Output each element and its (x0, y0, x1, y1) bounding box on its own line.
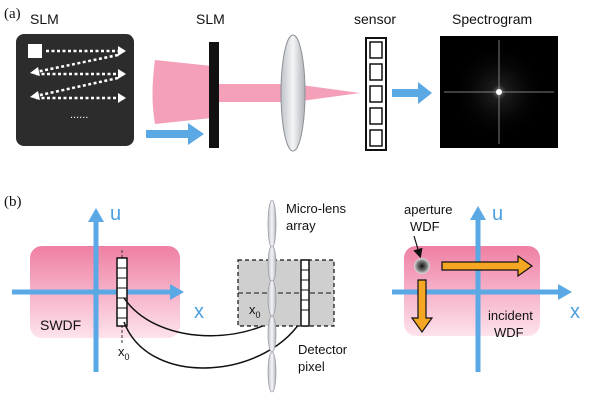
swdf-column-strip (116, 257, 128, 327)
swdf-label: SWDF (40, 317, 81, 333)
scan-path-arrowheads (30, 46, 126, 103)
panel-a-label: (a) (4, 6, 21, 22)
output-arrow (392, 82, 432, 104)
lens (280, 34, 306, 152)
aperture-pointer (413, 235, 423, 259)
panel-b-label: (b) (4, 194, 22, 210)
aperture-label-line1: aperture (404, 202, 452, 217)
spectrogram-center-peak (496, 89, 502, 95)
microlens-array-column (267, 199, 277, 393)
spectrogram-title: Spectrogram (452, 11, 532, 27)
x-axis-right-head (558, 284, 572, 300)
mapping-arc-outer (123, 313, 306, 369)
incident-label-line1: incident (488, 308, 533, 323)
input-arrow (146, 123, 204, 145)
scan-path-arrows (35, 49, 119, 100)
reflected-beam (212, 84, 294, 102)
slm-screen-title: SLM (30, 11, 59, 27)
aperture-spot (414, 258, 430, 274)
aperture-label-line2: WDF (410, 219, 440, 234)
u-axis-left-head (88, 208, 104, 222)
focused-beam (294, 84, 360, 102)
x0-inner-label: x0 (249, 302, 261, 320)
microlens-label-line2: array (286, 218, 316, 233)
incident-beam (152, 60, 212, 124)
x-axis-right-label: x (570, 301, 580, 323)
detector-label-line1: Detector (298, 342, 348, 357)
slm-device (209, 42, 219, 148)
detector-pixel-column (300, 259, 310, 327)
shift-arrow-horizontal (441, 254, 534, 278)
sensor-array (365, 37, 387, 151)
u-axis-right-label: u (492, 203, 503, 225)
u-axis-left-label: u (110, 203, 121, 225)
x-axis-left-label: x (194, 301, 204, 323)
detector-label-line2: pixel (298, 359, 325, 374)
slm-pixel-square (28, 44, 42, 58)
x-axis-left-head (170, 284, 184, 300)
u-axis-right-head (470, 206, 486, 220)
microlens-label-line1: Micro-lens (286, 201, 346, 216)
slm-device-title: SLM (196, 11, 225, 27)
slm-ellipsis: ...... (70, 109, 88, 121)
sensor-title: sensor (354, 11, 396, 27)
slm-screen (16, 34, 134, 146)
shift-arrow-vertical (410, 279, 434, 334)
x0-label: x0 (118, 344, 130, 362)
incident-label-line2: WDF (494, 325, 524, 340)
